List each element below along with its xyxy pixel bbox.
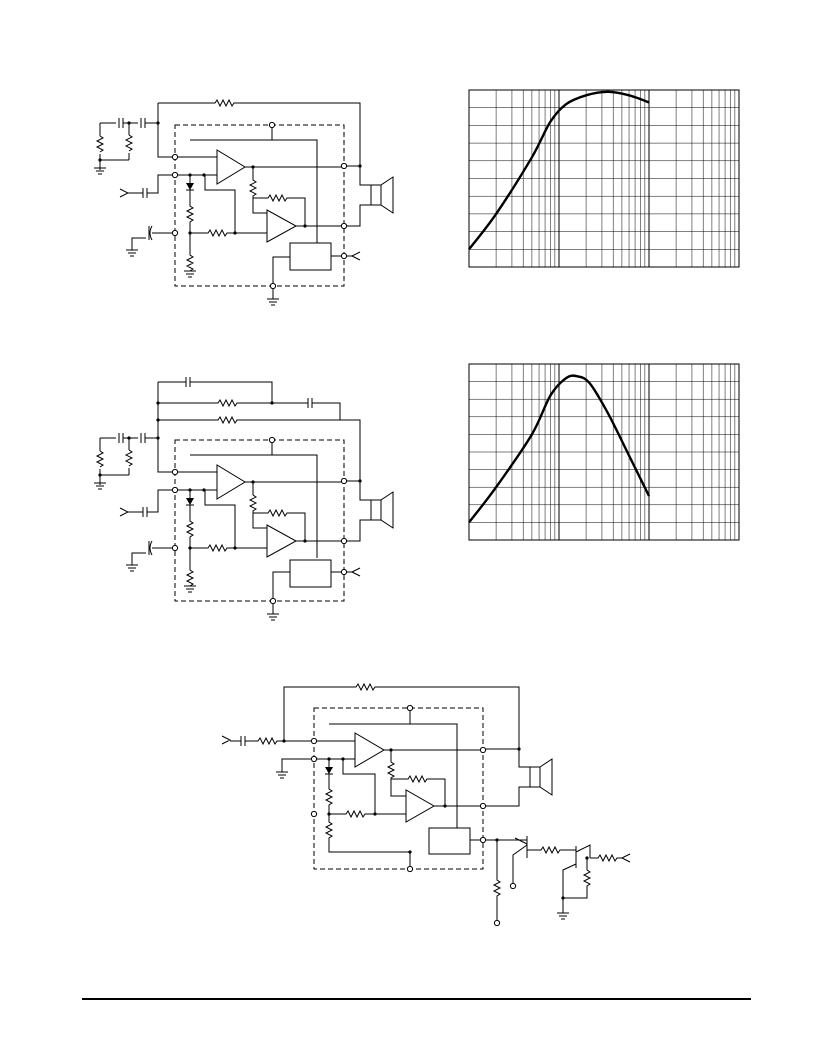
frequency-response-chart-1 xyxy=(468,89,740,268)
audio-input xyxy=(221,735,314,746)
ground-symbol xyxy=(557,912,569,920)
amplifier-2 xyxy=(266,524,298,558)
bypass-capacitor xyxy=(126,225,175,257)
chart-frame xyxy=(468,89,740,268)
schematic-2 xyxy=(94,377,394,621)
ic-pins xyxy=(156,121,362,290)
feedback-resistor xyxy=(158,98,361,166)
feedback-wire xyxy=(157,103,175,158)
transistor-1 xyxy=(512,836,528,884)
speaker xyxy=(370,499,382,521)
amplifier-1 xyxy=(354,732,385,768)
control-block xyxy=(289,559,332,588)
audio-input xyxy=(119,489,175,517)
feedback-capacitor xyxy=(158,377,273,403)
transistor-2 xyxy=(562,844,591,913)
ground-symbol xyxy=(276,758,314,779)
frequency-response-chart-2 xyxy=(468,363,740,541)
ground-symbol xyxy=(94,474,129,490)
chart-frame xyxy=(468,363,740,541)
amplifier-1 xyxy=(216,464,246,500)
speaker xyxy=(529,766,541,788)
feedback-resistor xyxy=(283,682,520,749)
schematic-3 xyxy=(221,682,631,927)
input-resistors xyxy=(95,134,134,153)
pulldown-resistor xyxy=(470,839,527,921)
ground-symbol xyxy=(94,159,129,175)
speaker xyxy=(370,184,382,206)
internal-wiring xyxy=(175,127,318,243)
ic-package-outline xyxy=(174,439,345,602)
diode xyxy=(186,498,194,505)
amplifier-2 xyxy=(405,789,436,823)
diode xyxy=(186,183,194,190)
bias-network xyxy=(185,175,235,272)
response-curve xyxy=(468,374,651,524)
schematic-1 xyxy=(94,98,394,306)
amplifier-1 xyxy=(216,149,246,185)
ic-package-outline xyxy=(313,707,484,870)
diode xyxy=(325,767,333,774)
control-block xyxy=(428,827,471,855)
amplifier-2 xyxy=(266,209,298,243)
control-block xyxy=(289,242,332,271)
response-curve xyxy=(468,90,650,251)
feedback-resistor xyxy=(158,415,361,481)
feedback-rc-branch xyxy=(158,398,341,420)
ic-package-outline xyxy=(174,124,345,287)
amplifier-feedback xyxy=(245,166,344,227)
audio-input xyxy=(119,174,175,198)
ground-symbol xyxy=(267,286,279,306)
ground-symbol xyxy=(184,270,196,278)
